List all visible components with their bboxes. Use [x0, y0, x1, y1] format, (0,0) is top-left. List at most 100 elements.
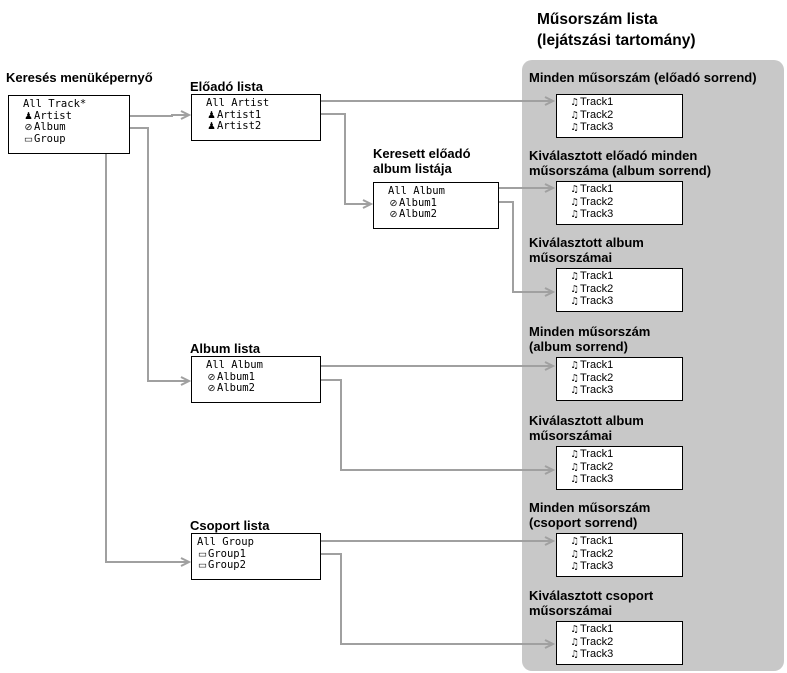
track-list-6-title-line1: Minden műsorszám	[529, 500, 651, 515]
track-item-label: Track2	[580, 108, 614, 121]
track-item: ♫Track3	[569, 648, 614, 661]
playlist-heading: Műsorszám lista (lejátszási tartomány)	[537, 9, 696, 51]
music-note-icon: ♫	[570, 97, 579, 108]
music-note-icon: ♫	[570, 372, 579, 384]
list-item: ⊘Album1	[206, 371, 255, 383]
music-note-icon: ♫	[570, 636, 579, 648]
music-note-icon: ♫	[570, 649, 579, 660]
track-item-label: Track3	[580, 121, 614, 133]
track-item-label: Track2	[580, 460, 614, 473]
connector-arrow	[544, 183, 556, 193]
track-list-2-title-line1: Kiválasztott előadó minden	[529, 148, 698, 163]
music-note-icon: ♫	[570, 271, 579, 282]
music-note-icon: ♫	[570, 209, 579, 220]
track-list-7: ♫Track1♫Track2♫Track3	[556, 621, 683, 665]
search-menu-screen: All Track*♟Artist⊘Album▭Group	[8, 95, 130, 154]
artist-list-screen: All Artist♟Artist1♟Artist2	[191, 94, 321, 141]
music-note-icon: ♫	[570, 385, 579, 396]
folder-icon: ▭	[198, 548, 207, 560]
playlist-heading-line2: (lejátszási tartomány)	[537, 32, 696, 49]
folder-icon: ▭	[198, 560, 207, 571]
music-note-icon: ♫	[570, 624, 579, 635]
track-item-label: Track2	[580, 195, 614, 208]
music-note-icon: ♫	[570, 449, 579, 460]
track-item-label: Track2	[580, 371, 614, 384]
disc-icon: ⊘	[389, 209, 398, 220]
track-item: ♫Track1	[569, 536, 613, 548]
track-item-label: Track3	[580, 295, 614, 307]
track-item: ♫Track2	[569, 108, 614, 121]
track-item: ♫Track2	[569, 371, 614, 384]
track-item: ♫Track2	[569, 636, 613, 648]
list-item-label: Group	[34, 132, 66, 145]
track-item-label: Track3	[580, 208, 614, 220]
list-item-label: Artist	[34, 109, 72, 122]
music-note-icon: ♫	[570, 360, 579, 371]
track-list-4-title-line2: (album sorrend)	[529, 339, 628, 354]
track-item-label: Track3	[580, 473, 614, 485]
person-icon: ♟	[207, 109, 216, 121]
track-item-label: Track2	[580, 547, 614, 560]
track-list-2-title-line2: műsorszáma (album sorrend)	[529, 163, 712, 178]
list-item-label: Album2	[217, 382, 255, 394]
track-item: ♫Track3	[569, 121, 614, 134]
connector-line	[80, 140, 189, 563]
track-item-label: Track3	[580, 648, 614, 660]
track-list-1: ♫Track1♫Track2♫Track3	[556, 94, 683, 138]
music-note-icon: ♫	[570, 184, 579, 195]
track-item: ♫Track2	[569, 460, 614, 473]
track-item: ♫Track3	[569, 561, 613, 573]
list-item: ⊘Album2	[388, 209, 437, 221]
music-note-icon: ♫	[570, 474, 579, 485]
artist-album-list-title-line1: Keresett előadó	[373, 146, 471, 161]
track-item-label: Track1	[580, 183, 614, 195]
list-item-label: All Artist	[206, 97, 270, 109]
track-list-5: ♫Track1♫Track2♫Track3	[556, 446, 683, 490]
list-item-label: All Album	[206, 359, 263, 371]
connector-arrow	[544, 639, 556, 649]
list-item-label: All Track*	[23, 98, 87, 110]
album-list-title: Album lista	[190, 341, 261, 356]
list-item: ⊘Album2	[206, 382, 255, 395]
track-item: ♫Track3	[569, 295, 614, 308]
track-list-1-title: Minden műsorszám (előadó sorrend)	[529, 70, 757, 85]
connector-arrow	[362, 199, 374, 209]
track-list-2-title: Kiválasztott előadó minden műsorszáma (a…	[529, 148, 711, 178]
disc-icon: ⊘	[207, 383, 216, 394]
track-item: ♫Track3	[569, 385, 613, 397]
artist-album-list-screen: All Album⊘Album1⊘Album2	[373, 182, 499, 229]
track-item: ♫Track1	[569, 271, 613, 283]
list-item: All Track*	[23, 99, 86, 110]
track-item: ♫Track2	[569, 283, 613, 295]
track-item-label: Track1	[580, 96, 614, 108]
track-item-label: Track1	[580, 359, 614, 371]
search-menu-title: Keresés menüképernyő	[6, 70, 153, 85]
track-item: ♫Track1	[569, 449, 613, 461]
disc-icon: ⊘	[389, 197, 398, 209]
track-list-5-title-line1: Kiválasztott album	[529, 413, 644, 428]
group-list-title: Csoport lista	[190, 518, 270, 533]
list-item: All Album	[388, 186, 445, 197]
list-item-label: Album1	[399, 196, 437, 209]
connector-arrow	[544, 287, 556, 297]
list-item: All Album	[206, 360, 263, 371]
list-item: ▭Group2	[197, 560, 246, 572]
list-item-label: Artist2	[217, 120, 262, 132]
list-item-label: Artist1	[217, 108, 262, 121]
track-list-6-title: Minden műsorszám (csoport sorrend)	[529, 500, 650, 530]
connector-arrow	[180, 110, 192, 120]
list-item-label: Group1	[208, 547, 246, 560]
connector-arrow	[180, 557, 192, 567]
person-icon: ♟	[24, 110, 33, 122]
track-list-5-title-line2: műsorszámai	[529, 428, 613, 443]
list-item: All Artist	[206, 98, 269, 109]
list-item: ▭Group1	[197, 547, 246, 560]
track-list-5-title: Kiválasztott album műsorszámai	[529, 413, 644, 443]
track-list-3-title-line1: Kiválasztott album	[529, 235, 644, 250]
person-icon: ♟	[207, 121, 216, 132]
music-note-icon: ♫	[570, 296, 579, 307]
track-item: ♫Track1	[569, 359, 614, 372]
list-item: All Group	[197, 537, 254, 548]
disc-icon: ⊘	[207, 371, 216, 383]
track-list-7-title-line2: műsorszámai	[529, 603, 613, 618]
